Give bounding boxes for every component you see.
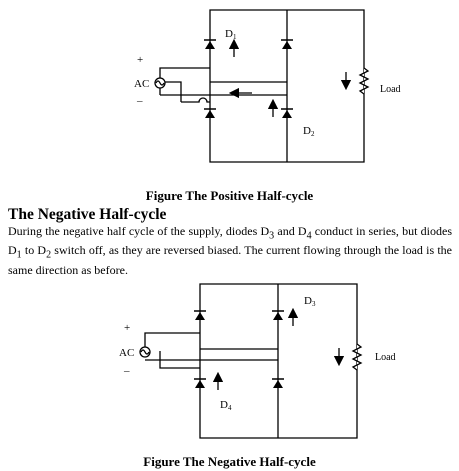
ac-label: AC [134, 78, 149, 90]
diode-icon [204, 108, 216, 118]
load-label: Load [380, 84, 401, 95]
diode-label-d3: D3 [304, 295, 316, 308]
diode-icon [194, 378, 206, 388]
paragraph-text: and D [274, 224, 307, 238]
ac-wire [160, 81, 182, 102]
diode-icon [194, 310, 206, 320]
ac-source-icon [154, 77, 166, 89]
load-label: Load [375, 352, 396, 363]
diode-icon [204, 39, 216, 49]
subscript: 4 [306, 230, 312, 242]
plus-label: + [137, 54, 143, 66]
diode-label-d1: D1 [225, 28, 237, 41]
paragraph-text: conduct in series, but diodes D [8, 224, 452, 258]
diode-label-d2: D2 [303, 125, 315, 138]
ac-wire [159, 351, 200, 369]
section-paragraph: During the negative half cycle of the su… [8, 224, 452, 278]
section-heading: The Negative Half-cycle [8, 206, 167, 223]
diode-icon [272, 378, 284, 388]
diode-icon [272, 310, 284, 320]
ac-label: AC [119, 347, 134, 359]
figure-caption-negative: Figure The Negative Half-cycle [143, 454, 316, 469]
plus-label: + [124, 322, 130, 334]
minus-label: – [136, 95, 143, 107]
load-resistor-icon [351, 343, 363, 371]
diode-label-d4: D4 [220, 399, 232, 412]
subscript: 2 [46, 249, 52, 261]
figure-caption-positive: Figure The Positive Half-cycle [145, 188, 314, 203]
bridge-rectifier-positive [159, 9, 365, 163]
load-resistor-icon [358, 67, 370, 95]
bridge-rectifier-negative [144, 283, 358, 439]
ac-wire [144, 332, 200, 351]
minus-label: – [123, 365, 130, 377]
ac-source-icon [139, 346, 151, 358]
subscript: 1 [16, 249, 22, 261]
paragraph-text: to D [21, 243, 47, 258]
diode-icon [281, 108, 293, 118]
paragraph-text: switch off, as they are reversed biased.… [8, 243, 452, 277]
diode-icon [281, 39, 293, 49]
subscript: 3 [269, 230, 275, 242]
ac-wire-crossover [181, 97, 210, 103]
paragraph-text: During the negative half cycle of the su… [8, 224, 270, 238]
